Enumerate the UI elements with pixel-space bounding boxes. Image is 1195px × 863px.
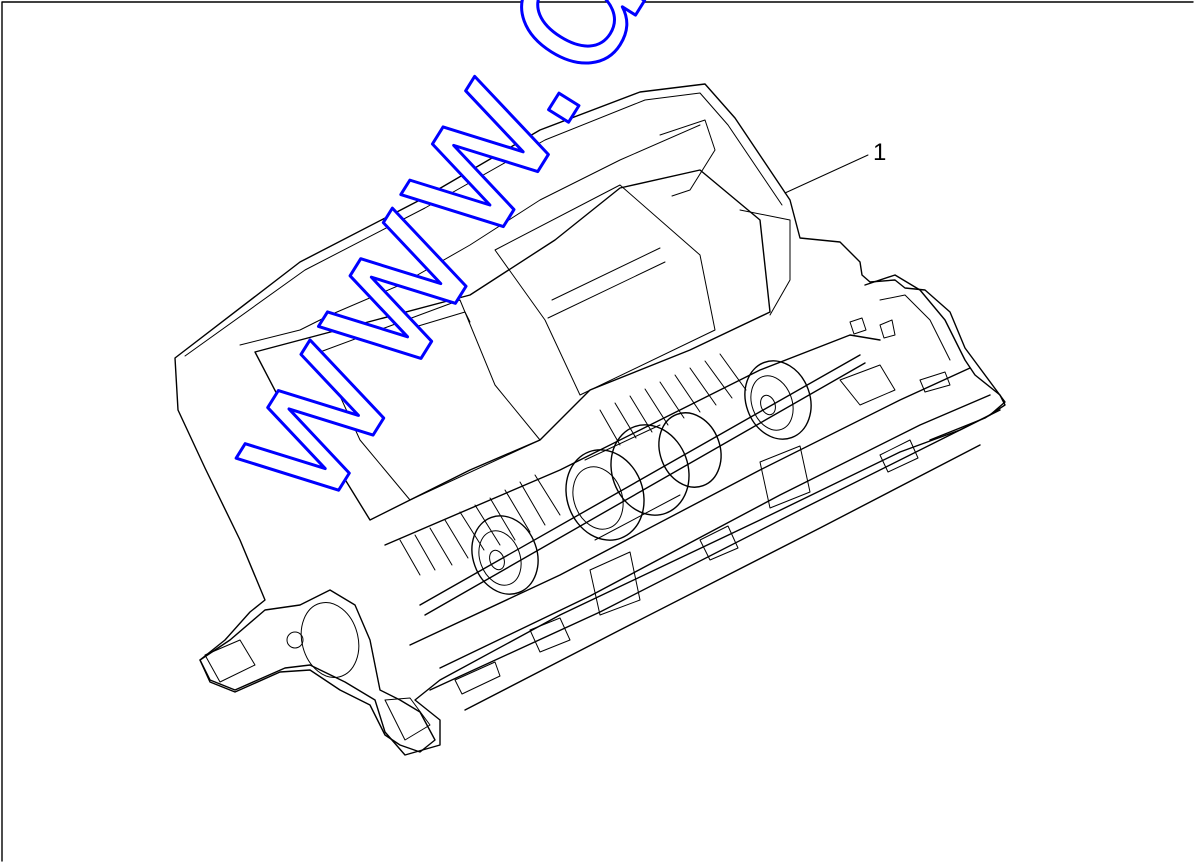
rear-housing-inner-edge xyxy=(184,92,783,357)
callout-leader-line xyxy=(784,154,869,194)
left-pivot xyxy=(286,631,304,649)
right-latch xyxy=(839,364,951,406)
tray-ledge xyxy=(404,311,471,331)
tray-slot-2 xyxy=(551,247,661,301)
tray-slot-1 xyxy=(547,261,666,319)
right-side-housing xyxy=(864,274,1006,441)
pickup-roller-left xyxy=(471,515,539,595)
callout-label: 1 xyxy=(873,139,887,166)
tray-center-panel xyxy=(494,184,716,396)
pickup-roller-right xyxy=(744,360,812,440)
front-guide-rail xyxy=(409,367,991,669)
top-right-flap xyxy=(659,119,791,316)
left-gear-housing xyxy=(300,602,360,678)
front-base-plate xyxy=(429,409,1001,711)
rear-top-lip xyxy=(239,124,701,346)
left-side-bracket xyxy=(199,589,436,753)
feeder-assembly xyxy=(174,83,1006,756)
base-guides xyxy=(454,439,919,695)
tray-left-panel xyxy=(319,299,541,501)
right-side-inner xyxy=(849,294,951,361)
left-bracket-detail xyxy=(204,639,431,741)
tray-window xyxy=(254,169,771,521)
tray-ribs xyxy=(399,353,747,576)
separation-roller-center xyxy=(565,412,722,541)
tray-bottom-edge xyxy=(384,334,881,546)
